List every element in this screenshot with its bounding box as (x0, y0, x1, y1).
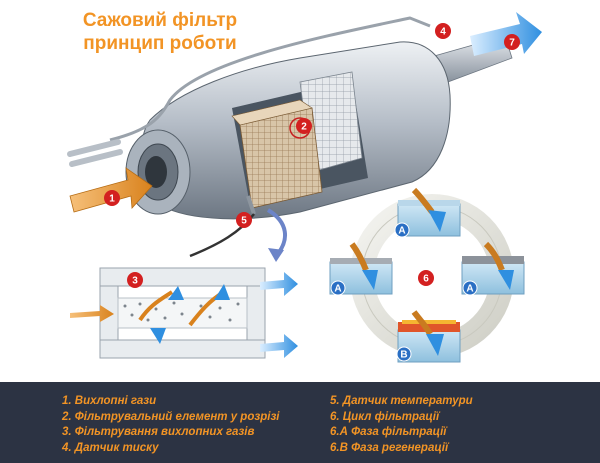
svg-text:3: 3 (132, 276, 138, 287)
diagram-illustration: 1 2 3 4 5 6 7 A (67, 12, 542, 363)
badge-1: 1 (104, 190, 120, 206)
badge-6: 6 (418, 270, 434, 286)
svg-text:1: 1 (109, 194, 115, 205)
filter-canister (125, 41, 451, 220)
svg-text:B: B (400, 350, 407, 361)
svg-text:7: 7 (509, 38, 515, 49)
legend-item-filter-element: 2. Фільтрувальний елемент у розрізі (62, 410, 280, 423)
outlet-gas-arrow (470, 12, 542, 56)
svg-text:A: A (398, 226, 405, 237)
badge-phase-b: B (396, 346, 412, 362)
svg-text:A: A (466, 284, 473, 295)
svg-text:6: 6 (423, 274, 429, 285)
legend-item-pressure-sensor: 4. Датчик тиску (62, 441, 159, 454)
legend-item-temperature-sensor: 5. Датчик температури (330, 395, 473, 407)
legend-item-regeneration-phase: 6.В Фаза регенерації (330, 441, 449, 454)
title-line-2: принцип роботи (83, 33, 237, 54)
filtration-cycle (329, 187, 525, 363)
legend-item-filtration-cycle: 6. Цикл фільтрації (330, 410, 440, 423)
svg-text:2: 2 (301, 122, 307, 133)
badge-phase-a-top: A (394, 222, 410, 238)
badge-4: 4 (435, 23, 451, 39)
badge-3: 3 (127, 272, 143, 288)
badge-phase-a-right: A (462, 280, 478, 296)
legend-panel: 1. Вихлопні гази 2. Фільтрувальний елеме… (0, 382, 600, 463)
legend-column-right: 5. Датчик температури 6. Цикл фільтрації… (330, 394, 473, 456)
svg-text:4: 4 (440, 27, 446, 38)
legend-item-gas-filtration: 3. Фільтрування вихлопних газів (62, 426, 255, 438)
svg-text:5: 5 (241, 216, 247, 227)
badge-2: 2 (296, 118, 312, 134)
inlet-gas-arrow (69, 167, 153, 213)
title-line-1: Сажовий фільтр (82, 10, 238, 31)
filtration-detail (70, 267, 298, 359)
pressure-sensor-line (67, 16, 431, 167)
badge-5: 5 (236, 212, 252, 228)
soot-particles (123, 301, 240, 324)
badge-phase-a-left: A (330, 280, 346, 296)
legend-item-exhaust-gases: 1. Вихлопні гази (62, 395, 157, 407)
badge-7: 7 (504, 34, 520, 50)
svg-text:A: A (334, 284, 341, 295)
legend-column-left: 1. Вихлопні гази 2. Фільтрувальний елеме… (62, 394, 280, 456)
detail-pointer-arrowhead (268, 248, 284, 262)
legend-item-filtration-phase: 6.А Фаза фільтрації (330, 426, 447, 438)
